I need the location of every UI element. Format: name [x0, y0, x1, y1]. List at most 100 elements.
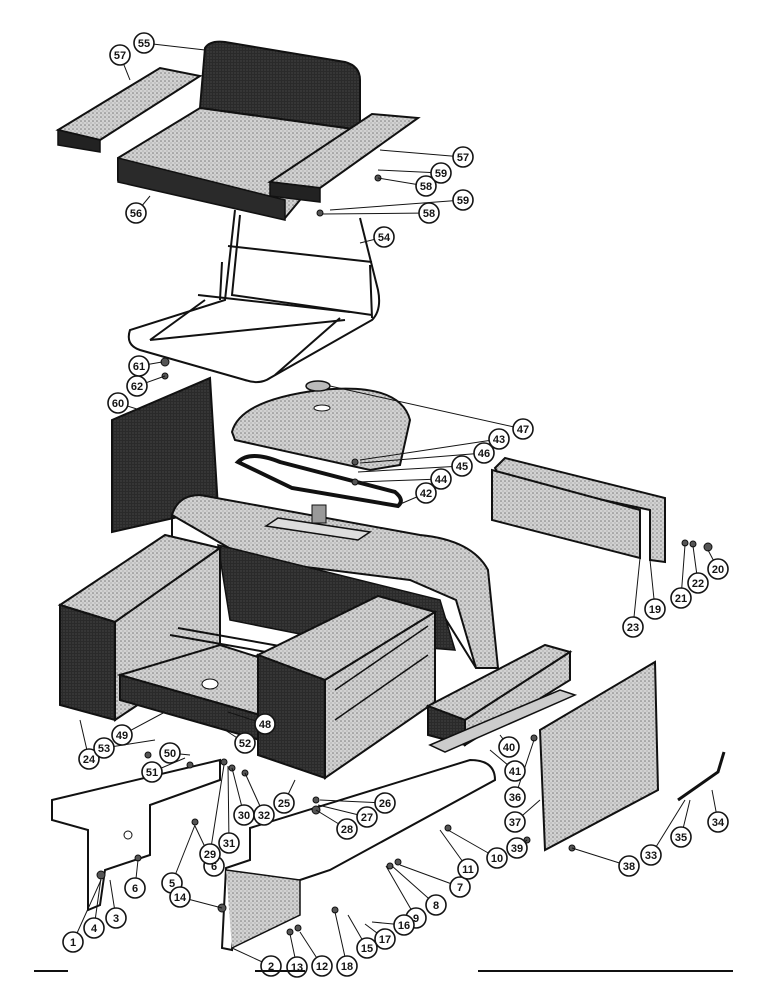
callout-circle — [618, 855, 640, 877]
callout-circle — [253, 804, 275, 826]
callout-41: 41 — [489, 749, 526, 782]
callout-circle — [504, 786, 526, 808]
callout-25: 25 — [273, 779, 296, 814]
tool-box — [425, 643, 578, 753]
callout-circle — [670, 826, 692, 848]
callout-circle — [125, 202, 147, 224]
callout-circle — [83, 917, 105, 939]
callout-19: 19 — [644, 559, 666, 620]
callout-label: 19 — [649, 604, 661, 616]
callout-57: 57 — [379, 146, 474, 168]
callout-label: 48 — [259, 719, 271, 731]
callout-31: 31 — [218, 765, 240, 854]
bottom-rule-right — [478, 970, 733, 972]
callout-circle — [670, 587, 692, 609]
callout-39: 39 — [506, 837, 528, 859]
callout-label: 55 — [138, 38, 150, 50]
leader-line — [209, 764, 225, 855]
callout-circle — [374, 792, 396, 814]
callout-33: 33 — [640, 799, 686, 866]
callout-21: 21 — [670, 544, 692, 609]
callout-label: 18 — [341, 961, 353, 973]
callout-circle — [452, 189, 474, 211]
callout-label: 7 — [457, 882, 463, 894]
callout-label: 6 — [211, 861, 217, 873]
callout-circle — [687, 572, 709, 594]
callout-label: 17 — [379, 934, 391, 946]
callout-label: 60 — [112, 398, 124, 410]
callout-circle — [430, 468, 452, 490]
callout-circle — [107, 392, 129, 414]
leader-line — [319, 799, 386, 804]
callout-label: 14 — [174, 892, 187, 904]
callout-circle — [105, 907, 127, 929]
callout-61: 61 — [128, 355, 163, 377]
seat-frame — [127, 209, 381, 384]
callout-label: 29 — [204, 849, 216, 861]
callout-circle — [218, 832, 240, 854]
callout-label: 41 — [509, 766, 521, 778]
callout-46: 46 — [359, 442, 495, 464]
callout-30: 30 — [231, 767, 255, 826]
callout-18: 18 — [334, 911, 358, 977]
callout-label: 8 — [433, 900, 439, 912]
callout-circle — [254, 713, 276, 735]
rod — [677, 751, 726, 802]
callout-circle — [430, 162, 452, 184]
callout-label: 51 — [146, 767, 158, 779]
callout-label: 28 — [341, 824, 353, 836]
callout-label: 54 — [378, 232, 391, 244]
callout-circle — [498, 736, 520, 758]
fuel-tank — [230, 380, 412, 472]
callout-55: 55 — [133, 32, 206, 54]
callout-43: 43 — [359, 428, 510, 461]
callout-circle — [109, 44, 131, 66]
callout-circle — [374, 928, 396, 950]
callout-label: 22 — [692, 578, 704, 590]
callout-circle — [451, 455, 473, 477]
callout-15: 15 — [347, 914, 378, 959]
callout-17: 17 — [364, 923, 396, 950]
callout-28: 28 — [315, 809, 358, 840]
callout-label: 38 — [623, 861, 635, 873]
callout-14: 14 — [169, 886, 223, 909]
callout-label: 1 — [70, 937, 76, 949]
leader-line — [329, 385, 524, 430]
callout-circle — [356, 937, 378, 959]
right-armrest — [267, 112, 421, 203]
callout-label: 47 — [517, 424, 529, 436]
callout-label: 46 — [478, 448, 490, 460]
callout-circle — [488, 428, 510, 450]
callout-label: 52 — [239, 738, 251, 750]
callout-label: 40 — [503, 742, 515, 754]
callout-label: 32 — [258, 810, 270, 822]
callout-59: 59 — [329, 189, 474, 211]
callout-label: 43 — [493, 434, 505, 446]
callout-label: 24 — [83, 754, 96, 766]
callout-label: 10 — [491, 853, 503, 865]
callout-circle — [457, 858, 479, 880]
callout-59: 59 — [377, 162, 452, 184]
callout-label: 35 — [675, 832, 687, 844]
callout-45: 45 — [357, 455, 473, 477]
callout-40: 40 — [498, 734, 520, 758]
callout-label: 21 — [675, 593, 687, 605]
callout-circle — [393, 914, 415, 936]
callout-53: 53 — [93, 737, 156, 759]
callout-label: 62 — [131, 381, 143, 393]
callout-label: 5 — [169, 878, 175, 890]
callout-label: 15 — [361, 943, 373, 955]
callout-label: 39 — [511, 843, 523, 855]
callout-label: 58 — [423, 208, 435, 220]
callout-29: 29 — [199, 764, 225, 865]
callout-4: 4 — [83, 877, 105, 939]
callout-22: 22 — [687, 545, 709, 594]
callout-circle — [415, 482, 437, 504]
callout-label: 13 — [291, 962, 303, 974]
callout-label: 3 — [113, 913, 119, 925]
callout-circle — [415, 175, 437, 197]
callout-circle — [452, 146, 474, 168]
callout-circle — [141, 761, 163, 783]
callout-circle — [124, 877, 146, 899]
callout-circle — [356, 806, 378, 828]
